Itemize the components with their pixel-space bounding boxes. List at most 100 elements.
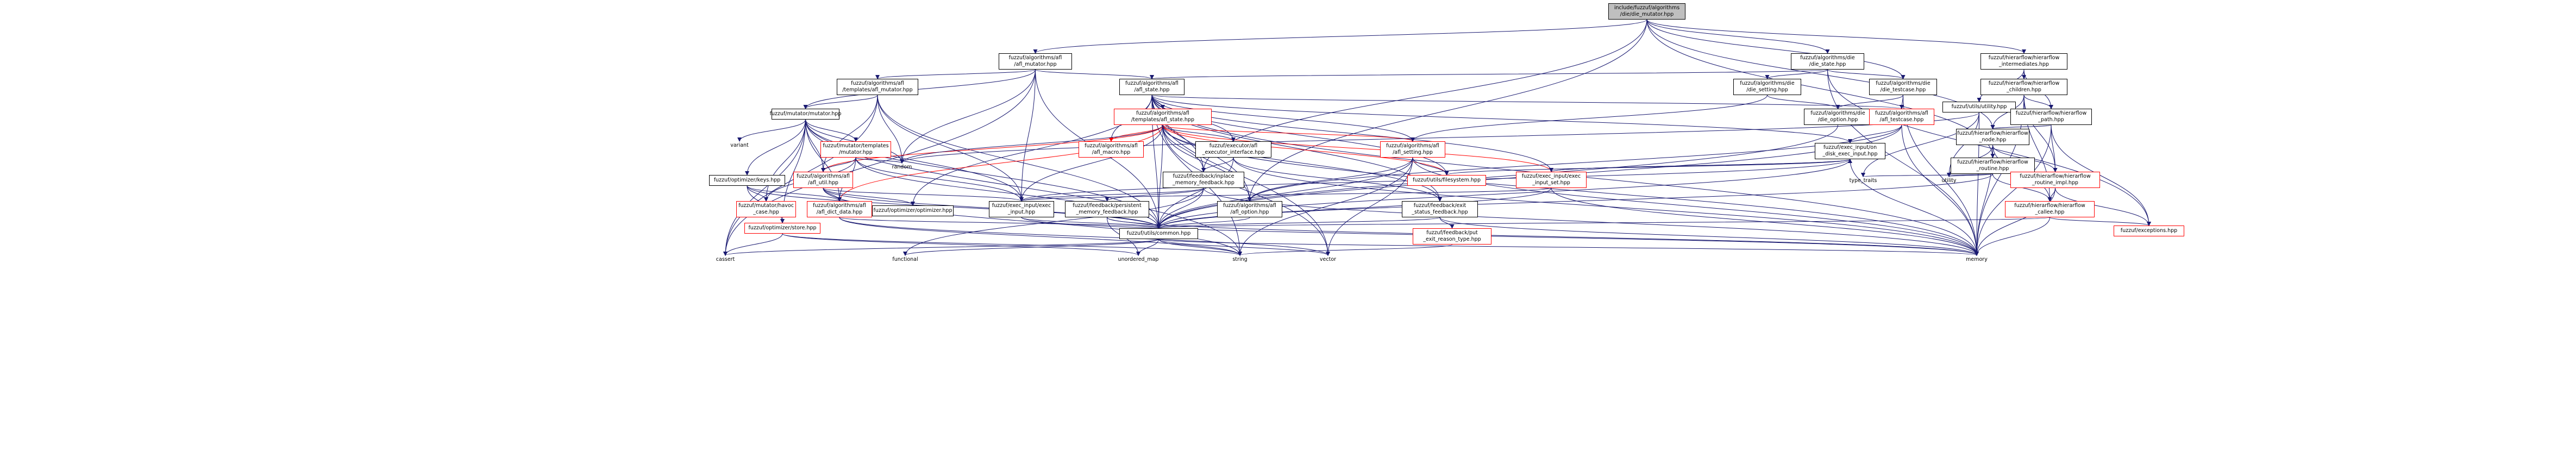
node-hierarflow-callee[interactable]: fuzzuf/hierarflow/hierarflow _callee.hpp bbox=[2005, 201, 2095, 217]
edge-die_state-to-exceptions bbox=[1827, 69, 2151, 226]
node-hierarflow-routine-impl[interactable]: fuzzuf/hierarflow/hierarflow _routine_im… bbox=[2010, 172, 2100, 188]
edge-utils_common-to-string bbox=[1158, 239, 1242, 256]
node-type-traits[interactable]: type_traits bbox=[1849, 178, 1877, 184]
edge-afl_dict_data-to-utils_common bbox=[839, 217, 1161, 229]
edge-mutator_mutator-to-cassert bbox=[723, 119, 806, 256]
node-string[interactable]: string bbox=[1232, 256, 1248, 262]
edge-mutator_templ-to-afl_util bbox=[821, 157, 856, 172]
node-optimizer-optimizer[interactable]: fuzzuf/optimizer/optimizer.hpp bbox=[872, 205, 954, 216]
edge-hf_callee-to-utils_common bbox=[1157, 217, 2050, 229]
edge-utils_common-to-cassert bbox=[723, 239, 1159, 256]
node-afl-util[interactable]: fuzzuf/algorithms/afl /afl_util.hpp bbox=[793, 172, 853, 188]
node-optimizer-keys[interactable]: fuzzuf/optimizer/keys.hpp bbox=[709, 175, 785, 186]
edge-afl_templ_state-to-exec_afl_interface bbox=[1162, 124, 1236, 142]
edge-hf_routine-to-utils_common bbox=[1156, 173, 1993, 229]
edge-afl_templ_state-to-exec_input_set bbox=[1162, 124, 1553, 172]
node-hierarflow-node[interactable]: fuzzuf/hierarflow/hierarflow _node.hpp bbox=[1956, 129, 2029, 145]
node-utils-filesystem[interactable]: fuzzuf/utils/filesystem.hpp bbox=[1407, 175, 1486, 186]
edge-utils_common-to-vector bbox=[1158, 239, 1330, 256]
node-feedback-put-exit-reason[interactable]: fuzzuf/feedback/put _exit_reason_type.hp… bbox=[1413, 228, 1491, 245]
node-optimizer-store[interactable]: fuzzuf/optimizer/store.hpp bbox=[744, 223, 820, 234]
node-hierarflow-intermediates[interactable]: fuzzuf/hierarflow/hierarflow _intermedia… bbox=[1980, 53, 2067, 70]
edge-afl_testcase-to-afl_option bbox=[1248, 124, 1902, 202]
node-afl-state[interactable]: fuzzuf/algorithms/afl /afl_state.hpp bbox=[1119, 79, 1184, 95]
node-die-option[interactable]: fuzzuf/algorithms/die /die_option.hpp bbox=[1804, 109, 1872, 125]
node-exec-input-on-disk[interactable]: fuzzuf/exec_input/on _disk_exec_input.hp… bbox=[1815, 143, 1885, 159]
edge-afl_mutator-to-exec_input bbox=[1019, 69, 1036, 202]
node-afl-setting[interactable]: fuzzuf/algorithms/afl /afl_setting.hpp bbox=[1380, 141, 1445, 158]
node-hierarflow-path[interactable]: fuzzuf/hierarflow/hierarflow _path.hpp bbox=[2010, 109, 2092, 125]
node-afl-dict-data[interactable]: fuzzuf/algorithms/afl /afl_dict_data.hpp bbox=[807, 201, 872, 217]
edge-afl_templ_state-to-utils_filesystem bbox=[1162, 124, 1449, 176]
edge-hf_path-to-hf_routine_impl bbox=[2051, 124, 2058, 172]
node-afl-mutator[interactable]: fuzzuf/algorithms/afl /afl_mutator.hpp bbox=[999, 53, 1072, 70]
edge-utils_utility-to-type_traits bbox=[1861, 112, 1979, 177]
edge-utils_common-to-unordered_map bbox=[1136, 239, 1159, 256]
node-exec-input[interactable]: fuzzuf/exec_input/exec _input.hpp bbox=[989, 201, 1054, 217]
edge-hf_routine_impl-to-exceptions bbox=[2055, 187, 2151, 226]
edge-afl_templ_state-to-afl_util bbox=[821, 124, 1163, 172]
edge-afl_templ_state-to-afl_option bbox=[1162, 124, 1252, 202]
node-unordered-map[interactable]: unordered_map bbox=[1118, 256, 1159, 262]
edge-utils_common-to-functional bbox=[903, 239, 1159, 256]
node-variant[interactable]: variant bbox=[730, 142, 749, 148]
node-afl-macro[interactable]: fuzzuf/algorithms/afl /afl_macro.hpp bbox=[1079, 141, 1144, 158]
edge-die_setting-to-die_option bbox=[1767, 95, 1840, 109]
node-executor-afl-interface[interactable]: fuzzuf/executor/afl _executor_interface.… bbox=[1195, 141, 1271, 158]
node-random[interactable]: random bbox=[892, 164, 912, 170]
node-afl-templates-state[interactable]: fuzzuf/algorithms/afl /templates/afl_sta… bbox=[1114, 109, 1212, 125]
node-functional[interactable]: functional bbox=[892, 256, 918, 262]
edge-die_testcase-to-die_option bbox=[1835, 95, 1903, 109]
edge-feedback_exit-to-memory bbox=[1439, 217, 1979, 256]
node-utility[interactable]: utility bbox=[1941, 178, 1957, 184]
edge-afl_mutator-to-afl_state bbox=[1035, 69, 1154, 79]
node-die-testcase[interactable]: fuzzuf/algorithms/die /die_testcase.hpp bbox=[1869, 79, 1937, 95]
node-die-setting[interactable]: fuzzuf/algorithms/die /die_setting.hpp bbox=[1733, 79, 1801, 95]
edge-exec_input-to-memory bbox=[1021, 217, 1979, 256]
edge-exec_afl_interface-to-utils_common bbox=[1156, 157, 1234, 229]
node-utils-utility[interactable]: fuzzuf/utils/utility.hpp bbox=[1942, 102, 2016, 112]
edge-afl_templ_mutator-to-random bbox=[877, 95, 904, 164]
root-node: include/fuzzuf/algorithms /die/die_mutat… bbox=[1608, 3, 1685, 20]
edge-afl_dict_data-to-string bbox=[839, 217, 1242, 256]
edge-exec_input-to-utils_common bbox=[1021, 217, 1161, 229]
edge-afl_templ_mutator-to-exec_input bbox=[877, 95, 1024, 202]
node-afl-option[interactable]: fuzzuf/algorithms/afl /afl_option.hpp bbox=[1217, 201, 1282, 217]
edge-exec_input_set-to-utils_common bbox=[1156, 187, 1552, 229]
node-feedback-exit-status[interactable]: fuzzuf/feedback/exit _status_feedback.hp… bbox=[1402, 201, 1478, 217]
node-vector[interactable]: vector bbox=[1319, 256, 1337, 262]
edge-afl_templ_mutator-to-afl_util bbox=[821, 95, 878, 172]
node-exceptions[interactable]: fuzzuf/exceptions.hpp bbox=[2114, 226, 2184, 236]
node-feedback-inplace[interactable]: fuzzuf/feedback/inplace _memory_feedback… bbox=[1163, 172, 1244, 188]
edge-afl_dict_data-to-vector bbox=[839, 217, 1330, 256]
node-utils-common[interactable]: fuzzuf/utils/common.hpp bbox=[1119, 228, 1198, 239]
edge-mutator_mutator-to-optimizer_keys bbox=[745, 119, 806, 176]
edge-mutator_templ-to-exec_input bbox=[855, 157, 1024, 202]
node-afl-testcase[interactable]: fuzzuf/algorithms/afl /afl_testcase.hpp bbox=[1869, 109, 1934, 125]
edge-afl_setting-to-afl_option bbox=[1248, 157, 1413, 202]
node-memory[interactable]: memory bbox=[1966, 256, 1988, 262]
edge-hf_path-to-hf_node bbox=[1990, 124, 2052, 129]
node-hierarflow-routine[interactable]: fuzzuf/hierarflow/hierarflow _routine.hp… bbox=[1951, 158, 2035, 174]
node-die-state[interactable]: fuzzuf/algorithms/die /die_state.hpp bbox=[1791, 53, 1864, 70]
edge-hf_path-to-memory bbox=[1975, 124, 2052, 256]
edge-hf_routine-to-type_traits bbox=[1861, 172, 1993, 177]
node-feedback-persistent[interactable]: fuzzuf/feedback/persistent _memory_feedb… bbox=[1065, 201, 1149, 217]
edge-mutator_mutator-to-mutator_templ bbox=[805, 119, 858, 142]
node-mutator-mutator[interactable]: fuzzuf/mutator/mutator.hpp bbox=[770, 109, 841, 120]
edge-feedback_inplace-to-functional bbox=[903, 187, 1204, 256]
edge-afl_option-to-utils_common bbox=[1156, 217, 1250, 229]
edge-afl_templ_state-to-exec_input bbox=[1019, 124, 1163, 202]
edge-afl_mutator-to-afl_templ_mutator bbox=[875, 69, 1036, 79]
edge-afl_state-to-exec_input_disk bbox=[1151, 95, 1852, 143]
node-exec-input-set[interactable]: fuzzuf/exec_input/exec _input_set.hpp bbox=[1516, 172, 1587, 188]
node-cassert[interactable]: cassert bbox=[716, 256, 735, 262]
edge-exec_afl_interface-to-feedback_exit bbox=[1233, 157, 1442, 202]
edge-root-to-afl_option bbox=[1248, 19, 1647, 202]
edge-afl_util-to-exec_input bbox=[823, 187, 1024, 202]
node-mutator-templates[interactable]: fuzzuf/mutator/templates /mutator.hpp bbox=[820, 141, 891, 158]
edge-optimizer_store-to-string bbox=[782, 233, 1242, 256]
node-afl-templates-mutator[interactable]: fuzzuf/algorithms/afl /templates/afl_mut… bbox=[837, 79, 918, 95]
node-hierarflow-children[interactable]: fuzzuf/hierarflow/hierarflow _children.h… bbox=[1980, 79, 2067, 95]
node-mutator-havoc-case[interactable]: fuzzuf/mutator/havoc _case.hpp bbox=[736, 201, 796, 217]
